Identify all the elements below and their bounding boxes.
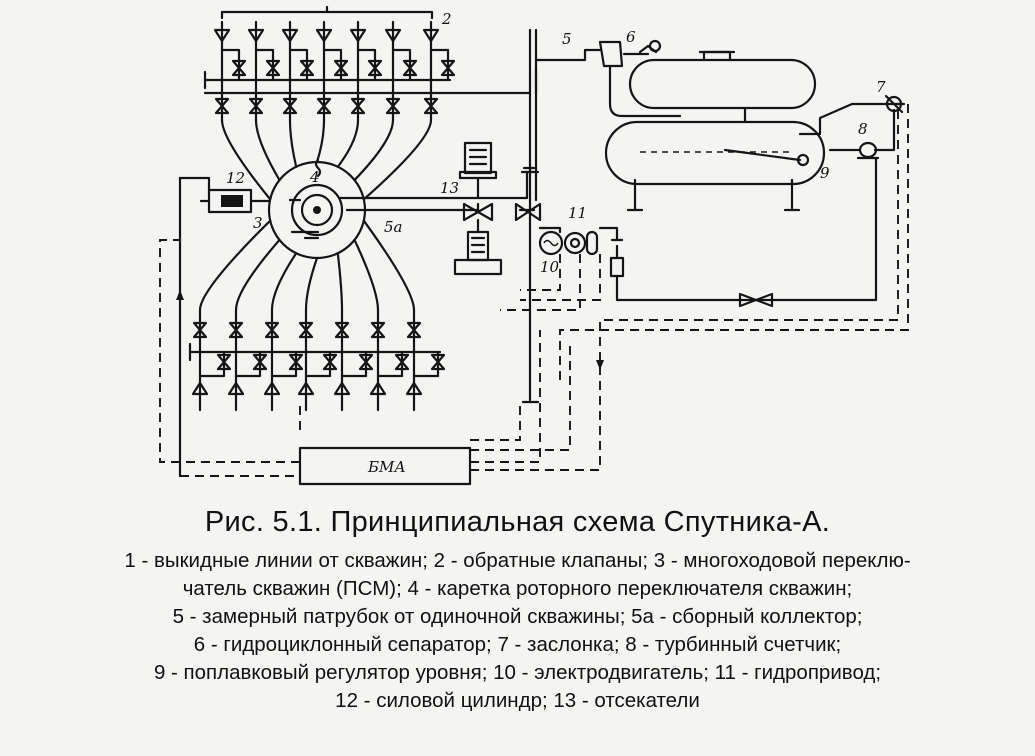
callout-5: 5 [562,30,572,48]
drive-unit [538,226,774,308]
callout-10: 10 [540,258,560,276]
well-line [254,118,281,182]
well-line [362,118,433,201]
well-line [353,238,380,312]
caption-legend: 1 - выкидные линии от скважин; 2 - обрат… [0,547,1035,715]
bottom-well-lines [188,219,446,412]
power-cylinder [199,188,271,214]
legend-line: 1 - выкидные линии от скважин; 2 - обрат… [124,549,911,572]
control-lines [159,104,909,478]
legend-line: 6 - гидроциклонный сепаратор; 7 - заслон… [193,633,842,656]
callout-6: 6 [626,28,636,46]
legend-line: 12 - силовой цилиндр; 13 - отсекатели [335,689,700,712]
control-unit-box [298,446,472,486]
top-bracket [220,5,434,20]
legend-line: 5 - замерный патрубок от одиночной скваж… [172,605,863,628]
callout-8: 8 [858,120,868,138]
well-line [234,238,281,312]
well-line [220,118,272,201]
well-line [353,118,395,182]
well-line [336,118,360,168]
callout-9: 9 [820,164,830,182]
collector-line-5a [345,202,480,212]
schematic-diagram: БМА 2 3 4 5 5а 6 7 8 9 10 11 12 13 [159,5,909,486]
callout-7: 7 [876,78,886,96]
well-line [362,219,416,312]
legend-line: чатель скважин (ПСМ); 4 - каретка роторн… [182,577,853,600]
well-line [315,118,326,164]
callout-4: 4 [309,168,320,186]
callout-5a: 5а [384,218,403,236]
shutoff-valves [453,141,542,276]
callout-12: 12 [226,169,245,187]
well-line [336,252,344,312]
well-line [288,118,298,168]
well-line [270,252,298,312]
well-line [304,256,319,312]
caption-title: Рис. 5.1. Принципиальная схема Спутника-… [204,506,831,538]
callout-13: 13 [440,179,459,197]
callout-2: 2 [441,10,452,28]
callout-3: 3 [253,214,263,232]
legend-line: 9 - поплавковый регулятор уровня; 10 - э… [153,661,882,684]
gate-and-meter [768,94,906,302]
figure-caption: Рис. 5.1. Принципиальная схема Спутника-… [0,506,1035,715]
hydrocyclone-separator [598,39,882,212]
top-well-lines [203,20,456,201]
control-unit-label: БМА [367,458,406,476]
measuring-line-5 [338,170,529,200]
callout-11: 11 [568,204,587,222]
well-line [198,219,272,312]
